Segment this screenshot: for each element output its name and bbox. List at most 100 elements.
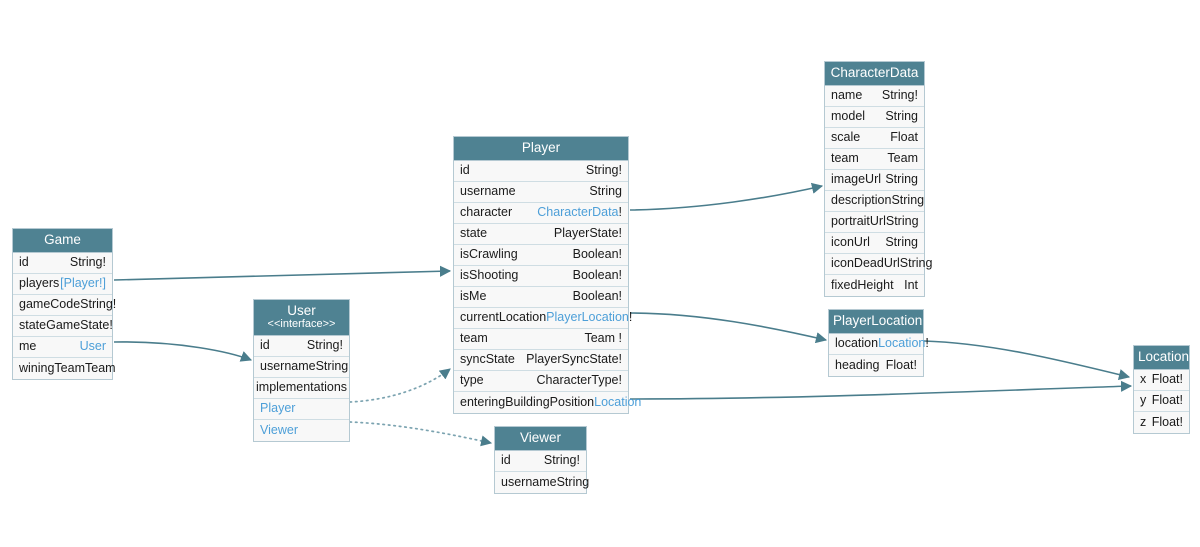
field-row[interactable]: x Float! <box>1134 369 1189 391</box>
field-row[interactable]: id String! <box>454 160 628 182</box>
field-name: id <box>501 453 511 468</box>
entity-user-stereotype: <<interface>> <box>267 317 336 330</box>
field-row[interactable]: id String! <box>495 450 586 472</box>
field-row[interactable]: z Float! <box>1134 411 1189 433</box>
field-name: y <box>1140 393 1147 408</box>
implementations-section-label: implementations <box>254 377 349 399</box>
field-name: iconDeadUrl <box>831 256 900 271</box>
field-row[interactable]: me User <box>13 336 112 358</box>
field-type: Int <box>904 277 918 292</box>
edge-player-character-to-characterdata <box>629 182 824 211</box>
field-row[interactable]: portraitUrl String <box>825 211 924 233</box>
field-name: imageUrl <box>831 172 882 187</box>
field-name: character <box>460 205 513 220</box>
field-row[interactable]: winingTeam Team <box>13 357 116 379</box>
entity-location-header: Location <box>1134 346 1189 370</box>
implementation-item-player[interactable]: Player <box>254 398 349 420</box>
field-row[interactable]: username String <box>254 356 349 378</box>
field-type: String! <box>585 163 622 178</box>
field-type: String! <box>306 338 343 353</box>
field-name: winingTeam <box>19 360 86 375</box>
field-type: String <box>891 193 925 208</box>
field-row[interactable]: isMe Boolean! <box>454 286 628 308</box>
entity-location-title: Location <box>1138 349 1190 364</box>
field-row[interactable]: isCrawling Boolean! <box>454 244 628 266</box>
field-row[interactable]: isShooting Boolean! <box>454 265 628 287</box>
field-row[interactable]: gameCode String! <box>13 294 116 316</box>
field-row[interactable]: fixedHeight Int <box>825 274 924 296</box>
field-row[interactable]: y Float! <box>1134 390 1189 412</box>
field-name: enteringBuildingPosition <box>460 394 595 409</box>
field-row[interactable]: id String! <box>254 335 349 357</box>
field-type: Team <box>887 151 918 166</box>
field-row[interactable]: team Team <box>825 148 924 170</box>
entity-game-title: Game <box>44 232 81 247</box>
field-type: User <box>80 340 106 353</box>
edge-user-player-impl <box>349 368 451 403</box>
field-type: Location <box>594 396 641 409</box>
entity-player[interactable]: Player id String! username String charac… <box>453 136 641 414</box>
field-name: id <box>19 255 29 270</box>
field-type: String <box>556 474 590 489</box>
field-row[interactable]: players [Player!] <box>13 273 112 295</box>
field-row[interactable]: imageUrl String <box>825 169 924 191</box>
field-row[interactable]: iconDeadUrl String <box>825 253 932 275</box>
field-type: [Player!] <box>60 277 106 290</box>
field-row[interactable]: iconUrl String <box>825 232 924 254</box>
entity-characterdata-title: CharacterData <box>830 65 919 80</box>
field-type: PlayerState! <box>553 226 622 241</box>
entity-viewer[interactable]: Viewer id String! username String <box>494 426 589 494</box>
field-type: String <box>315 359 349 374</box>
field-type: PlayerSyncState! <box>526 352 622 367</box>
field-row[interactable]: team Team ! <box>454 328 628 350</box>
field-name: x <box>1140 372 1147 387</box>
edge-player-enteringbuildingposition-to-location <box>629 380 1133 400</box>
field-type: Float! <box>885 357 917 372</box>
field-type-ref: Location <box>878 336 926 351</box>
field-name: players <box>19 276 60 291</box>
field-row[interactable]: enteringBuildingPosition Location <box>454 391 641 413</box>
field-type-suffix: ! <box>618 205 622 220</box>
field-name: portraitUrl <box>831 214 886 229</box>
field-type: String <box>885 214 919 229</box>
field-row[interactable]: username String <box>454 181 628 203</box>
field-type: PlayerLocation! <box>546 311 632 324</box>
field-row[interactable]: description String <box>825 190 925 212</box>
field-row[interactable]: heading Float! <box>829 354 923 376</box>
field-type: Float! <box>1151 393 1183 408</box>
field-name: currentLocation <box>460 310 547 325</box>
field-type: String <box>885 235 918 250</box>
field-row[interactable]: location Location! <box>829 333 929 355</box>
field-type: Team <box>85 360 116 375</box>
field-type: CharacterType! <box>536 373 622 388</box>
field-type: Float! <box>1151 414 1183 429</box>
entity-characterdata[interactable]: CharacterData name String! model String … <box>824 61 932 297</box>
field-row[interactable]: state PlayerState! <box>454 223 628 245</box>
implementation-item-viewer[interactable]: Viewer <box>254 419 349 441</box>
field-row[interactable]: syncState PlayerSyncState! <box>454 349 628 371</box>
field-row[interactable]: state GameState! <box>13 315 113 337</box>
field-row[interactable]: model String <box>825 106 924 128</box>
field-row[interactable]: id String! <box>13 252 112 274</box>
field-name: z <box>1140 414 1147 429</box>
field-row[interactable]: type CharacterType! <box>454 370 628 392</box>
field-row[interactable]: scale Float <box>825 127 924 149</box>
field-type: Boolean! <box>572 247 622 262</box>
field-name: me <box>19 339 37 354</box>
edge-player-currentlocation-to-playerlocation <box>629 312 828 344</box>
field-row[interactable]: currentLocation PlayerLocation! <box>454 307 632 329</box>
entity-game[interactable]: Game id String! players [Player!] gameCo… <box>12 228 116 380</box>
entity-playerlocation-header: PlayerLocation <box>829 310 923 334</box>
field-type: CharacterData! <box>537 206 622 219</box>
field-name: team <box>831 151 859 166</box>
entity-playerlocation[interactable]: PlayerLocation location Location! headin… <box>828 309 929 377</box>
field-row[interactable]: character CharacterData! <box>454 202 628 224</box>
field-name: fixedHeight <box>831 277 894 292</box>
field-name: id <box>260 338 270 353</box>
entity-user[interactable]: User <<interface>> id String! username S… <box>253 299 350 442</box>
field-row[interactable]: username String <box>495 471 589 493</box>
field-row[interactable]: name String! <box>825 85 924 107</box>
entity-location[interactable]: Location x Float! y Float! z Float! <box>1133 345 1190 434</box>
field-name: state <box>19 318 47 333</box>
